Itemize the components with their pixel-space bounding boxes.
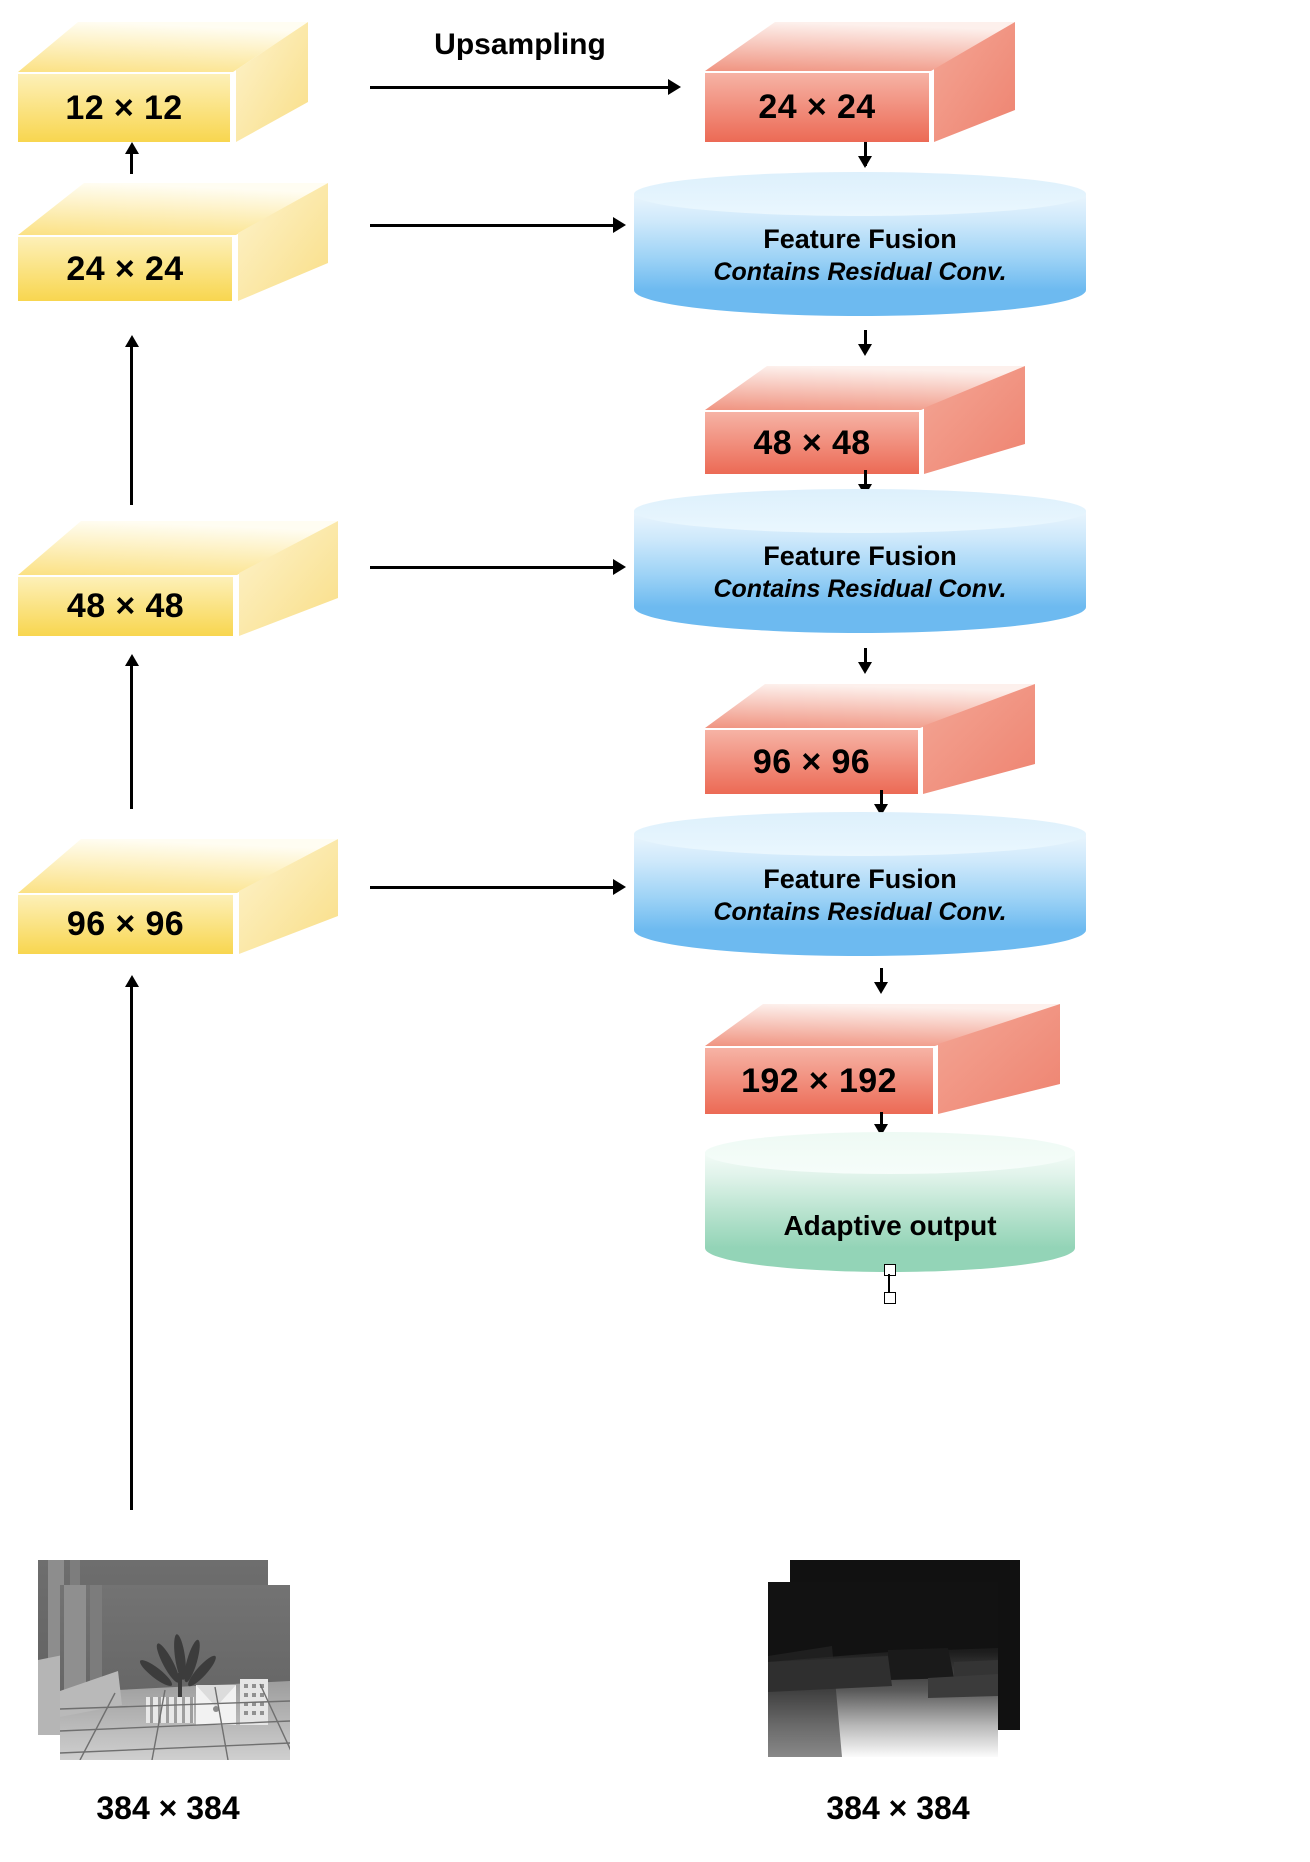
- feature-fusion-2: Feature Fusion Contains Residual Conv.: [634, 489, 1086, 641]
- encoder-block-48: 48 × 48: [18, 512, 338, 652]
- output-connector-line: [888, 1274, 890, 1292]
- adaptive-output-label: Adaptive output: [783, 1210, 997, 1241]
- encoder-block-96: 96 × 96: [18, 830, 338, 970]
- feature-fusion-3-title: Feature Fusion: [763, 864, 957, 894]
- decoder-block-48-label: 48 × 48: [753, 423, 871, 462]
- encoder-block-12: 12 × 12: [18, 10, 308, 150]
- output-connector-handle-top: [884, 1264, 896, 1276]
- input-image-caption: 384 × 384: [96, 1790, 240, 1826]
- decoder-block-192: 192 × 192: [705, 998, 1060, 1128]
- feature-fusion-2-title: Feature Fusion: [763, 541, 957, 571]
- decoder-block-192-label: 192 × 192: [741, 1061, 897, 1100]
- encoder-block-24-label: 24 × 24: [66, 249, 184, 288]
- output-image-front-frame: [768, 1582, 998, 1757]
- encoder-block-12-label: 12 × 12: [65, 88, 183, 127]
- decoder-block-24-label: 24 × 24: [758, 88, 876, 126]
- output-connector-handle-bottom: [884, 1292, 896, 1304]
- feature-fusion-2-subtitle: Contains Residual Conv.: [713, 575, 1007, 603]
- encoder-block-96-label: 96 × 96: [66, 905, 185, 943]
- feature-fusion-3: Feature Fusion Contains Residual Conv.: [634, 812, 1086, 964]
- output-depth-image: [768, 1560, 1028, 1770]
- encoder-block-24: 24 × 24: [18, 175, 328, 315]
- upsampling-label: Upsampling: [434, 28, 606, 61]
- decoder-block-48: 48 × 48: [705, 360, 1025, 488]
- decoder-block-96-label: 96 × 96: [752, 742, 871, 781]
- encoder-block-48-label: 48 × 48: [66, 587, 185, 625]
- decoder-block-24: 24 × 24: [705, 14, 1015, 154]
- feature-fusion-3-subtitle: Contains Residual Conv.: [713, 898, 1007, 926]
- feature-fusion-1-subtitle: Contains Residual Conv.: [713, 258, 1007, 286]
- input-rgb-image: [38, 1560, 298, 1770]
- feature-fusion-1-title: Feature Fusion: [763, 224, 957, 254]
- output-image-caption: 384 × 384: [826, 1790, 970, 1826]
- decoder-block-96: 96 × 96: [705, 678, 1035, 808]
- adaptive-output-head: Adaptive output: [705, 1132, 1075, 1282]
- feature-fusion-1: Feature Fusion Contains Residual Conv.: [634, 172, 1086, 324]
- input-image-front-frame: [60, 1585, 290, 1760]
